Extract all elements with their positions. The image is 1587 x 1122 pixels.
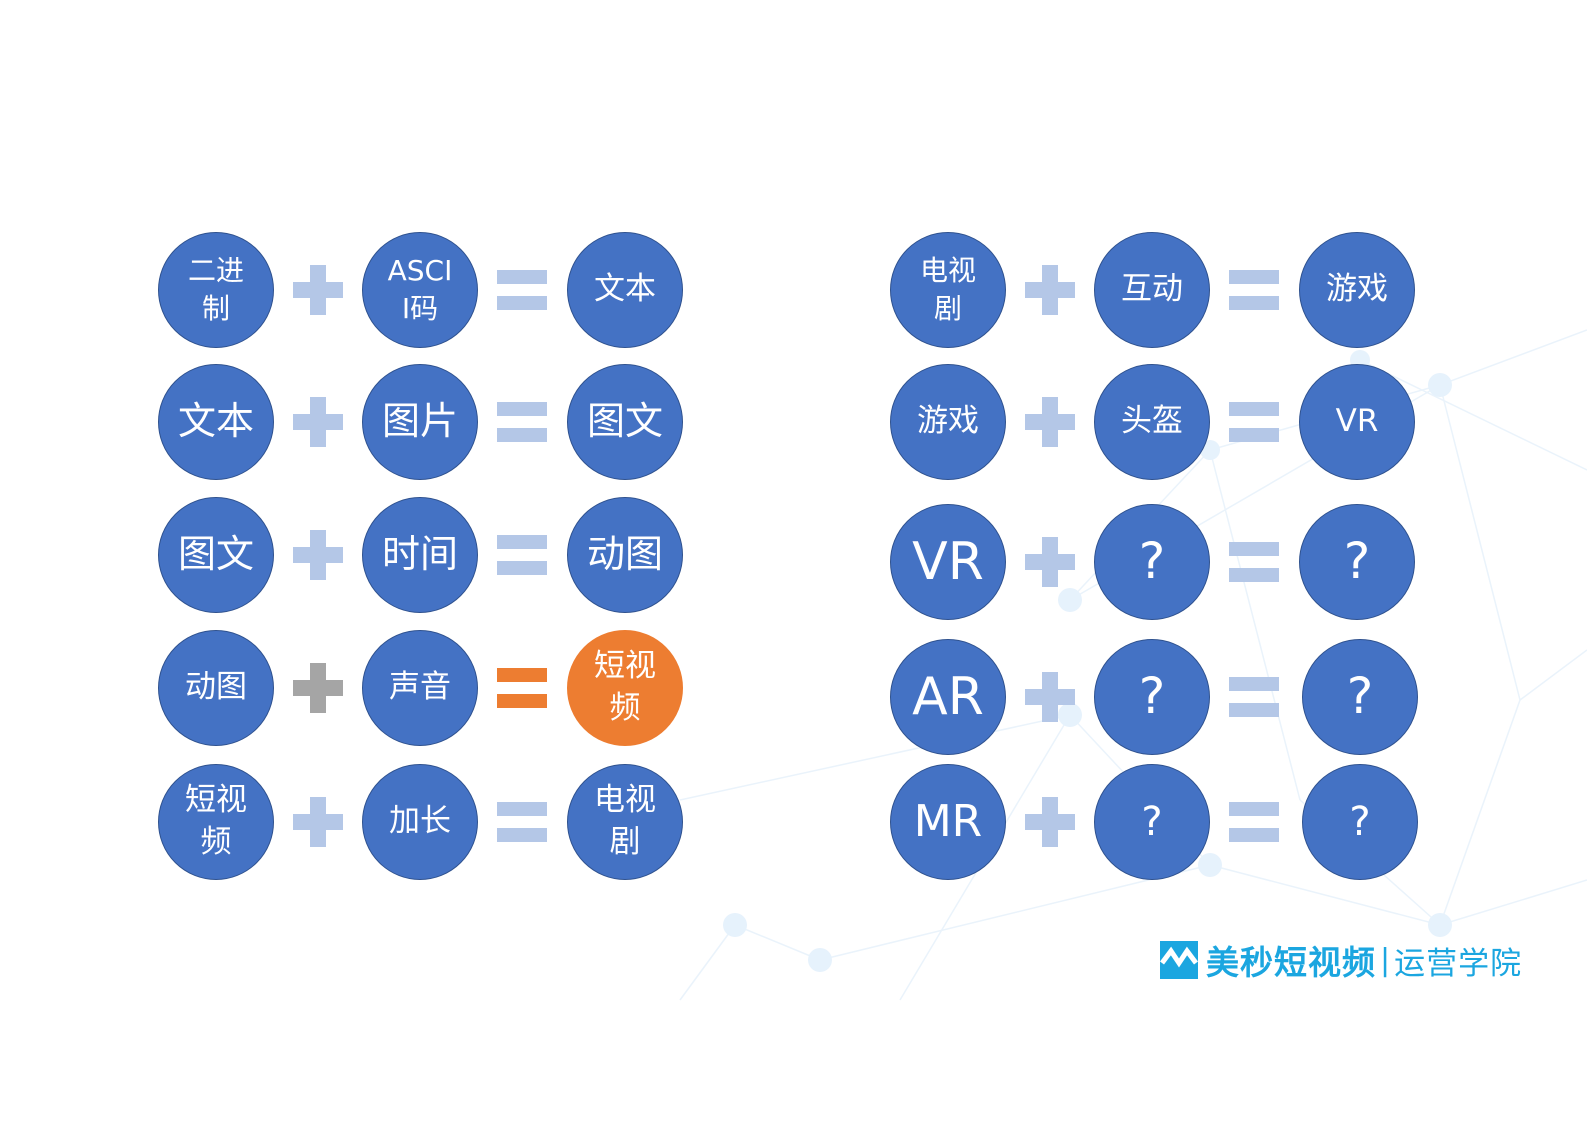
result-label: 动图 <box>586 532 663 577</box>
term-label: 互动 <box>1121 271 1183 308</box>
term-circle: 文本 <box>158 364 274 480</box>
term-circle: 加长 <box>362 764 478 880</box>
brand-name: 美秒短视频 <box>1206 943 1376 982</box>
equals-icon <box>497 402 547 444</box>
result-circle: 图文 <box>567 364 683 480</box>
equals-icon <box>1229 802 1279 844</box>
term-circle: 声音 <box>362 630 478 746</box>
equals-icon <box>497 668 547 710</box>
plus-icon <box>1025 797 1075 847</box>
equals-icon <box>1229 402 1279 444</box>
result-label: 游戏 <box>1326 271 1388 308</box>
term-circle: 头盔 <box>1094 364 1210 480</box>
term-label: 电视 剧 <box>919 254 976 325</box>
result-label: 短视 频 <box>594 648 656 726</box>
term-label: MR <box>913 796 983 848</box>
question-mark: ? <box>1138 532 1166 591</box>
term-label: VR <box>912 531 984 592</box>
term-circle: VR <box>890 504 1006 620</box>
result-label: 文本 <box>594 271 656 308</box>
term-label: 二进 制 <box>187 254 244 325</box>
term-label: 时间 <box>381 532 458 577</box>
unknown-term-circle: ? <box>1094 504 1210 620</box>
term-circle: 动图 <box>158 630 274 746</box>
term-label: 游戏 <box>917 403 979 440</box>
result-label: 图文 <box>586 399 663 444</box>
equals-icon <box>1229 542 1279 584</box>
term-label: AR <box>912 666 984 727</box>
result-circle: 文本 <box>567 232 683 348</box>
term-circle: 图文 <box>158 497 274 613</box>
term-label: 图片 <box>381 399 458 444</box>
unknown-term-circle: ? <box>1094 639 1210 755</box>
equals-icon <box>497 270 547 312</box>
term-circle: ASCI I码 <box>362 232 478 348</box>
equals-icon <box>497 802 547 844</box>
term-circle: 二进 制 <box>158 232 274 348</box>
unknown-result-circle: ? <box>1302 639 1418 755</box>
result-circle: VR <box>1299 364 1415 480</box>
result-circle: 电视 剧 <box>567 764 683 880</box>
term-circle: 时间 <box>362 497 478 613</box>
plus-icon <box>293 530 343 580</box>
term-label: 文本 <box>177 399 254 444</box>
question-mark: ? <box>1138 667 1166 726</box>
plus-icon <box>1025 397 1075 447</box>
plus-icon <box>1025 265 1075 315</box>
term-label: 动图 <box>185 669 247 706</box>
brand-separator: | <box>1380 942 1391 978</box>
plus-icon <box>293 397 343 447</box>
term-label: 声音 <box>389 669 451 706</box>
unknown-term-circle: ? <box>1094 764 1210 880</box>
term-label: 头盔 <box>1121 403 1183 440</box>
term-circle: 互动 <box>1094 232 1210 348</box>
term-label: ASCI I码 <box>387 254 453 325</box>
brand-logo: 美秒短视频 | 运营学院 <box>1160 940 1523 982</box>
question-mark: ? <box>1141 799 1163 845</box>
equals-icon <box>497 535 547 577</box>
result-label: 电视 剧 <box>594 782 656 860</box>
term-label: 图文 <box>177 532 254 577</box>
plus-icon <box>1025 537 1075 587</box>
equals-icon <box>1229 677 1279 719</box>
unknown-result-circle: ? <box>1302 764 1418 880</box>
term-circle: 短视 频 <box>158 764 274 880</box>
plus-icon <box>293 797 343 847</box>
question-mark: ? <box>1343 532 1371 591</box>
plus-icon <box>293 663 343 713</box>
plus-icon <box>293 265 343 315</box>
term-circle: 图片 <box>362 364 478 480</box>
unknown-result-circle: ? <box>1299 504 1415 620</box>
highlighted-result-circle: 短视 频 <box>567 630 683 746</box>
plus-icon <box>1025 672 1075 722</box>
result-circle: 游戏 <box>1299 232 1415 348</box>
equals-icon <box>1229 270 1279 312</box>
term-circle: 电视 剧 <box>890 232 1006 348</box>
m-mountain-logo-icon <box>1160 941 1198 979</box>
result-label: VR <box>1335 403 1379 440</box>
brand-subtitle: 运营学院 <box>1394 945 1523 982</box>
term-circle: MR <box>890 764 1006 880</box>
term-label: 加长 <box>389 803 451 840</box>
question-mark: ? <box>1346 667 1374 726</box>
result-circle: 动图 <box>567 497 683 613</box>
term-circle: 游戏 <box>890 364 1006 480</box>
term-label: 短视 频 <box>185 782 247 860</box>
term-circle: AR <box>890 639 1006 755</box>
question-mark: ? <box>1349 799 1371 845</box>
